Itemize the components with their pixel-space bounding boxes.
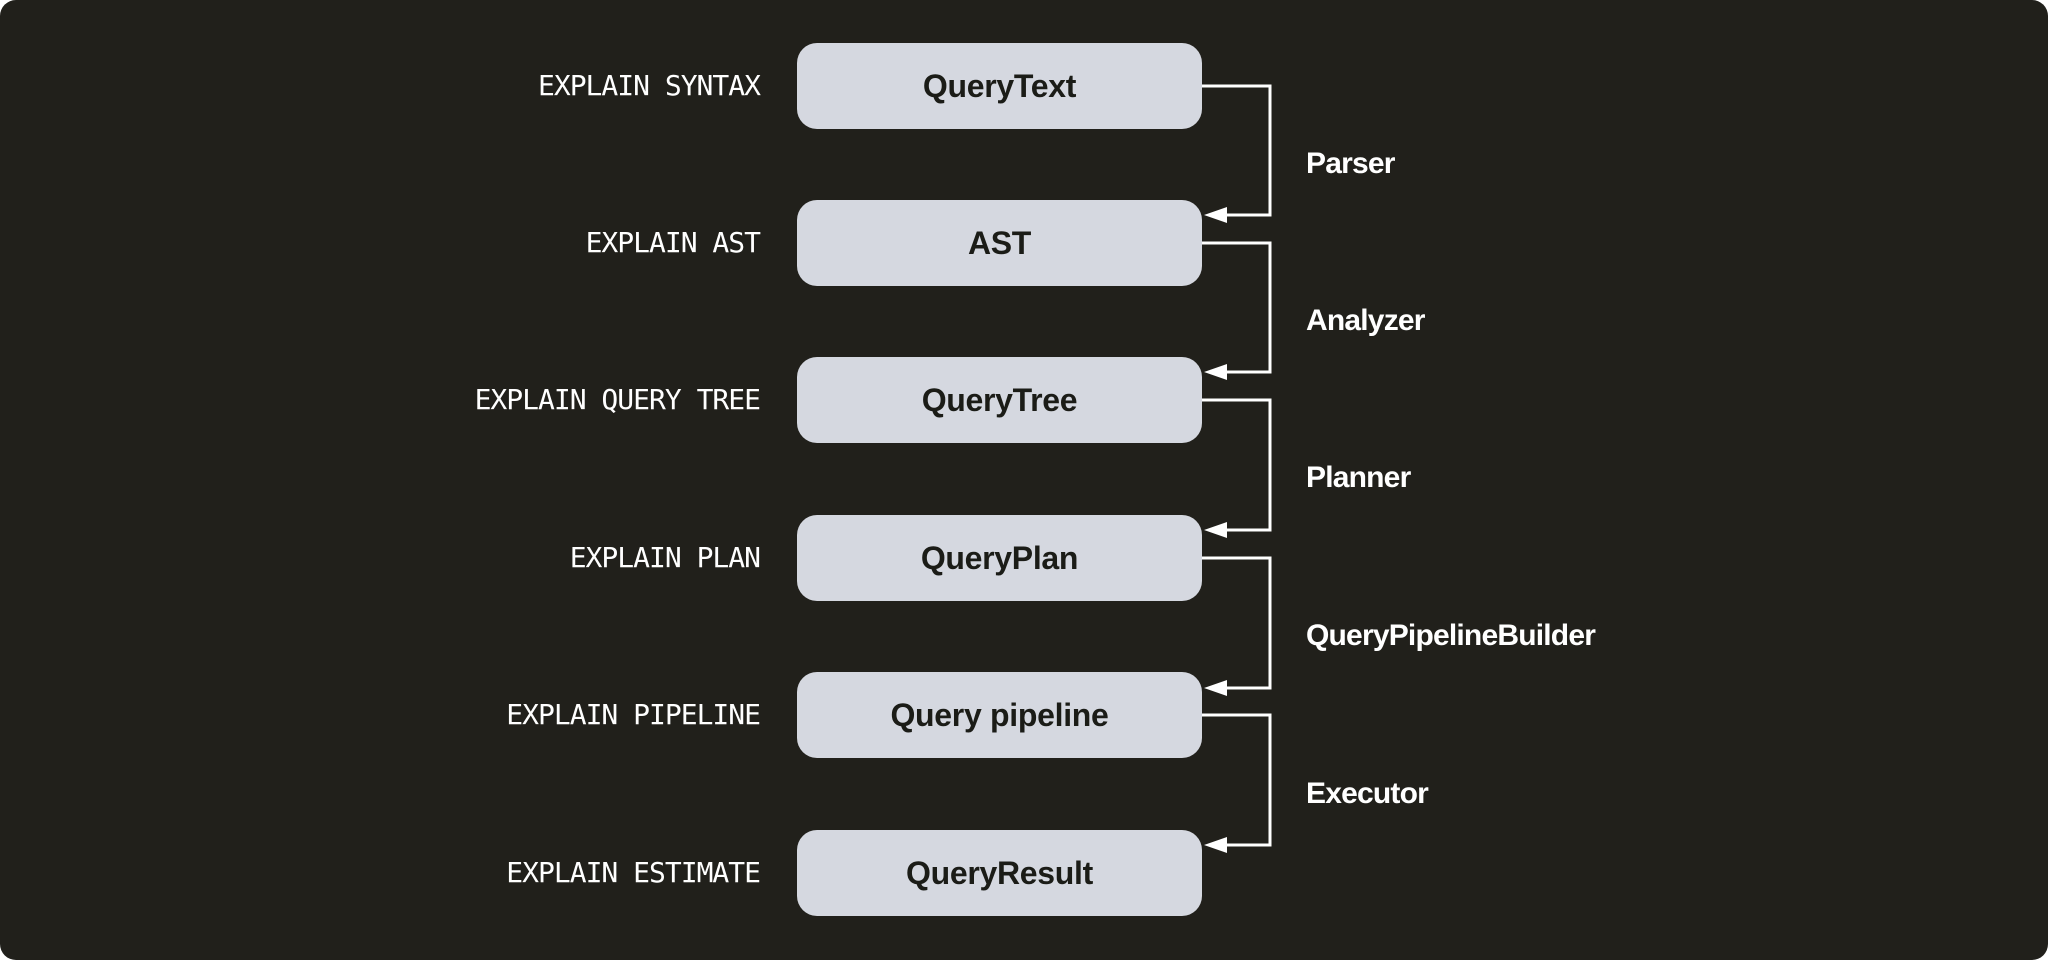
stage-box-label: QueryResult xyxy=(906,854,1093,891)
connector-line xyxy=(1202,398,1272,532)
stage-box-query-text: QueryText xyxy=(797,43,1202,129)
stage-label-explain-estimate: EXPLAIN ESTIMATE xyxy=(506,856,761,889)
connector-line xyxy=(1202,556,1272,690)
stage-label-explain-syntax: EXPLAIN SYNTAX xyxy=(537,69,761,102)
connector-arrowhead-icon xyxy=(1204,680,1227,696)
connector-label-planner: Planner xyxy=(1306,461,1411,494)
stage-label-explain-ast: EXPLAIN AST xyxy=(585,226,761,259)
stage-box-ast: AST xyxy=(797,200,1202,286)
connector-label-executor: Executor xyxy=(1306,777,1429,810)
stage-box-query-result: QueryResult xyxy=(797,830,1202,916)
stage-box-query-pipeline: Query pipeline xyxy=(797,672,1202,758)
stage-label-explain-query-tree: EXPLAIN QUERY TREE xyxy=(474,383,761,416)
stage-label-explain-pipeline: EXPLAIN PIPELINE xyxy=(506,698,761,731)
connector-arrowhead-icon xyxy=(1204,837,1227,853)
connector-label-query-pipeline-builder: QueryPipelineBuilder xyxy=(1306,619,1596,652)
stage-box-label: AST xyxy=(967,224,1032,261)
connector-arrowhead-icon xyxy=(1204,207,1227,223)
connector-label-parser: Parser xyxy=(1306,147,1395,180)
stage-box-label: QueryText xyxy=(922,67,1077,104)
stage-box-label: QueryPlan xyxy=(920,539,1079,576)
stage-box-label: QueryTree xyxy=(921,381,1078,418)
connector-line xyxy=(1202,84,1272,217)
connector-arrowhead-icon xyxy=(1204,522,1227,538)
connector-line xyxy=(1202,241,1272,374)
connector-arrowhead-icon xyxy=(1204,364,1227,380)
stage-box-label: Query pipeline xyxy=(890,696,1109,733)
connector-line xyxy=(1202,713,1272,847)
stage-label-explain-plan: EXPLAIN PLAN xyxy=(569,541,761,574)
connector-label-analyzer: Analyzer xyxy=(1306,304,1425,337)
stage-box-query-tree: QueryTree xyxy=(797,357,1202,443)
stage-box-query-plan: QueryPlan xyxy=(797,515,1202,601)
